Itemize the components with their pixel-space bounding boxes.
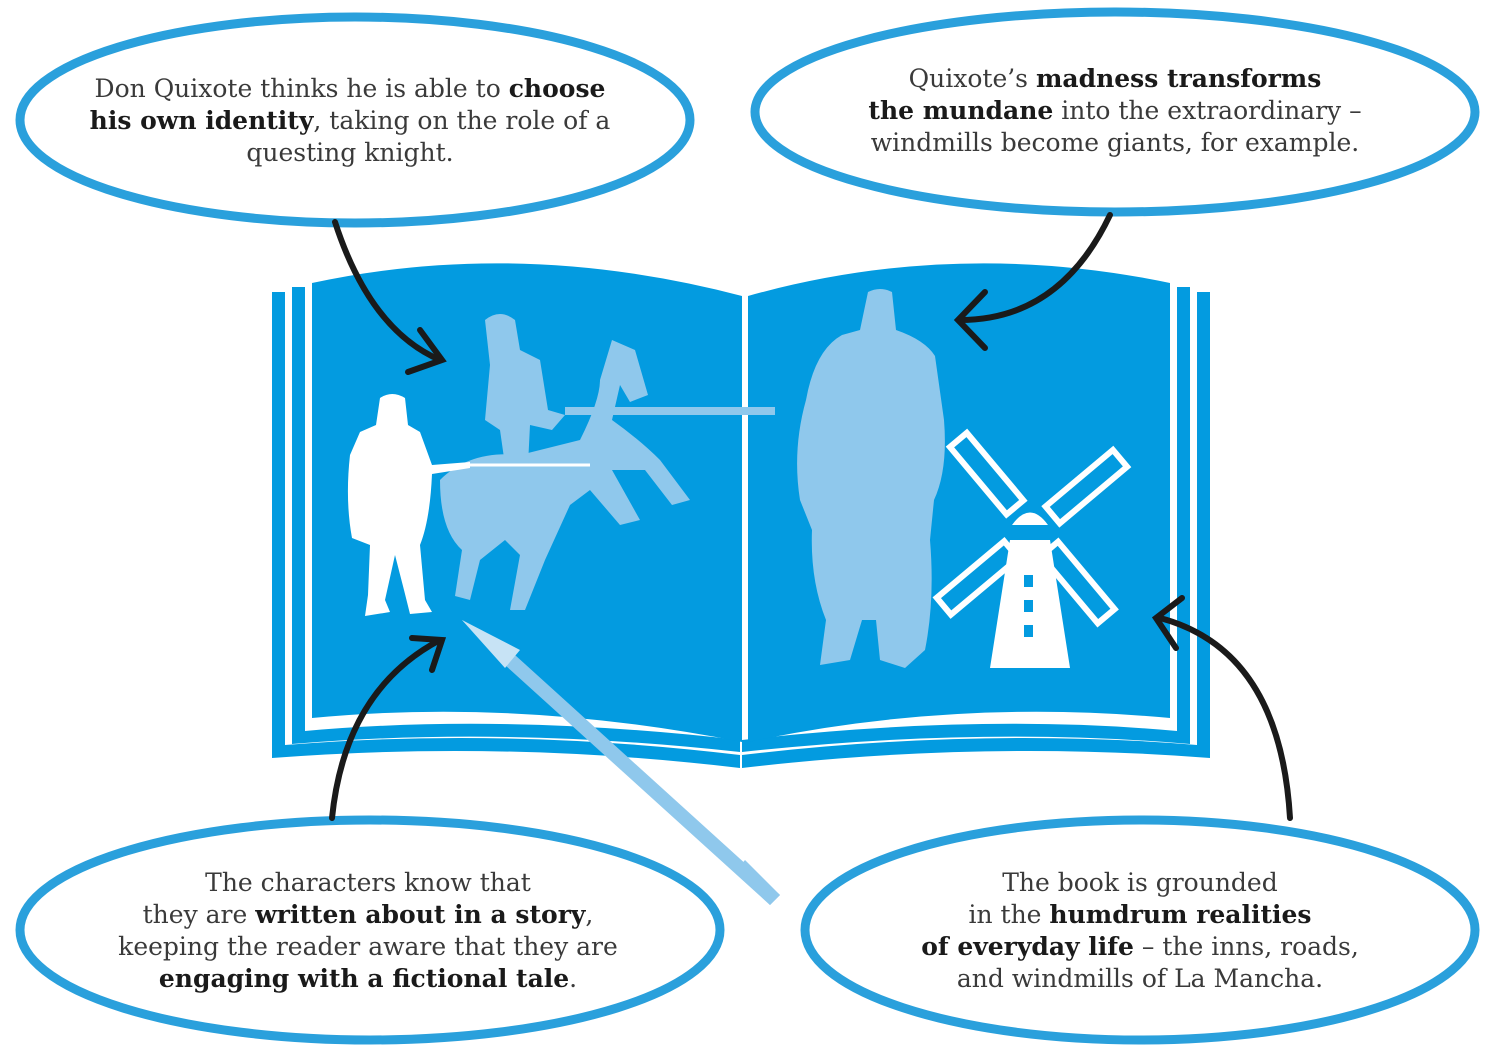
bold-run: choose [508,74,606,103]
callout-line: Don Quixote thinks he is able to choose [60,73,640,105]
text-run: – the inns, roads, [1133,932,1359,961]
callout-line: and windmills of La Mancha. [855,963,1425,995]
arrow-bottom-right-head [1151,595,1185,651]
text-run: in the [968,900,1050,929]
text-run: keeping the reader aware that they are [118,932,618,961]
callout-top-right: Quixote’s madness transforms the mundane… [820,63,1410,159]
windmill [932,428,1132,668]
callout-line: Quixote’s madness transforms [820,63,1410,95]
arrow-top-right [957,212,1113,323]
text-run: Don Quixote thinks he is able to [94,74,509,103]
text-run: , taking on the role of a [313,106,611,135]
callout-ring-bottom-left [15,815,725,1045]
giant-silhouette [797,289,945,668]
man-silhouette [347,394,470,616]
knight-on-horse [440,314,775,610]
text-run: they are [142,900,256,929]
connector-arrows [329,212,1293,821]
text-run: questing knight. [246,138,454,167]
arrow-bottom-left-head [409,635,447,673]
arrow-top-left-head [405,327,447,375]
text-run: The characters know that [205,868,531,897]
callout-line: windmills become giants, for example. [820,127,1410,159]
callout-line: of everyday life – the inns, roads, [855,931,1425,963]
callout-line: The book is grounded [855,867,1425,899]
text-run: , [585,900,594,929]
callout-ring-bottom-right [800,815,1480,1045]
callout-line: questing knight. [60,137,640,169]
bold-run: of everyday life [921,932,1134,961]
arrow-bottom-right [1157,615,1293,821]
arrow-top-right-head [953,289,988,351]
arrow-bottom-left [329,637,443,821]
callout-line: the mundane into the extraordinary – [820,95,1410,127]
bold-run: his own identity [89,106,314,135]
bold-run: written about in a story [255,900,586,929]
callout-line: keeping the reader aware that they are [88,931,648,963]
fountain-pen [462,620,780,905]
callout-line: they are written about in a story, [88,899,648,931]
callout-ring-top-left [15,12,695,228]
bold-run: madness transforms [1035,64,1322,93]
arrow-top-left [332,219,443,363]
text-run: into the extraordinary – [1053,96,1362,125]
callout-ring-top-right [750,7,1480,217]
callout-line: his own identity, taking on the role of … [60,105,640,137]
callout-top-left: Don Quixote thinks he is able to choose … [60,73,640,169]
callout-line: in the humdrum realities [855,899,1425,931]
callout-bottom-right: The book is grounded in the humdrum real… [855,867,1425,995]
text-run: The book is grounded [1002,868,1278,897]
bold-run: the mundane [868,96,1054,125]
callout-line: The characters know that [88,867,648,899]
callout-line: engaging with a fictional tale. [88,963,648,995]
text-run: and windmills of La Mancha. [956,964,1324,993]
bold-run: engaging with a fictional tale [158,964,570,993]
text-run: Quixote’s [908,64,1036,93]
callout-bottom-left: The characters know that they are writte… [88,867,648,995]
bold-run: humdrum realities [1049,900,1312,929]
text-run: . [569,964,578,993]
text-run: windmills become giants, for example. [870,128,1360,157]
